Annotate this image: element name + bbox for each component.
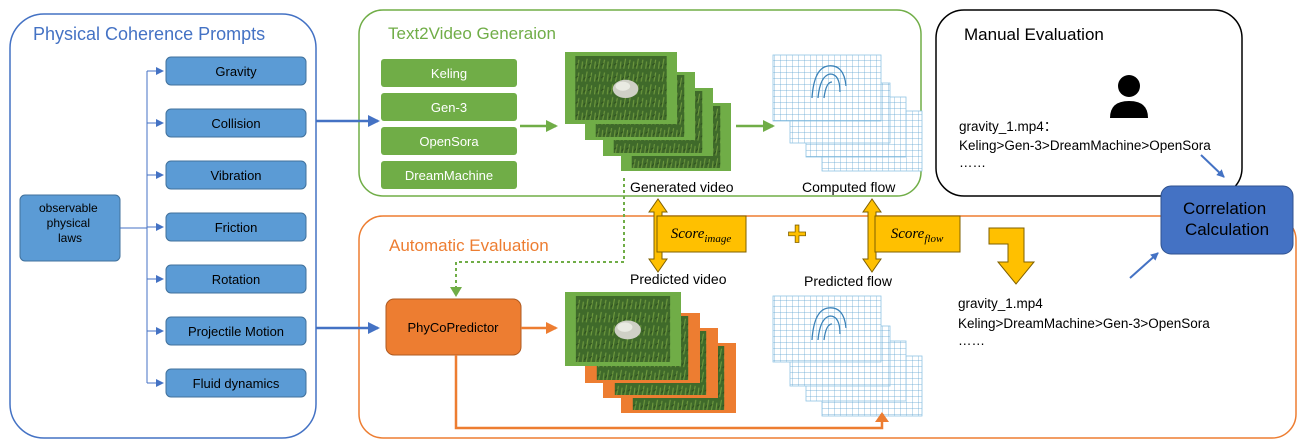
law-label: Rotation <box>212 272 260 287</box>
arrow-manual-to-correlation <box>1200 154 1225 178</box>
person-icon <box>1110 75 1148 118</box>
score-image-sub: image <box>704 233 731 245</box>
score-flow-bridge <box>862 198 882 273</box>
computed-flow-caption: Computed flow <box>802 179 896 195</box>
law-label: Projectile Motion <box>188 324 284 339</box>
generated-video-caption: Generated video <box>630 179 734 195</box>
score-flow-box <box>874 215 961 253</box>
model-label: Gen-3 <box>431 100 467 115</box>
predictor-flow-connector-head <box>875 412 889 422</box>
computed-flow-stack <box>772 54 923 172</box>
t2v-panel-title: Text2Video Generaion <box>388 24 556 43</box>
predictor-label: PhyCoPredictor <box>407 320 499 335</box>
bent-gold-arrow <box>988 227 1036 285</box>
predicted-video-frame <box>565 292 681 366</box>
law-branches <box>147 67 164 387</box>
auto-panel-title: Automatic Evaluation <box>389 236 549 255</box>
manual-ranking-line-2: Keling>Gen-3>DreamMachine>OpenSora <box>959 138 1211 153</box>
score-image-base: Score <box>671 226 705 242</box>
t2v-panel <box>358 9 922 197</box>
correlation-line-2: Calculation <box>1185 220 1269 239</box>
score-image-label: Scoreimage <box>671 226 732 245</box>
correlation-label: Correlation Calculation <box>1183 199 1271 239</box>
auto-ranking-line-2: Keling>DreamMachine>Gen-3>OpenSora <box>958 316 1210 331</box>
manual-ranking-line-1: gravity_1.mp4： <box>959 119 1057 134</box>
computed-flow-swirl <box>811 65 847 99</box>
root-node-line-1: observable <box>39 201 98 215</box>
law-label: Fluid dynamics <box>193 376 280 391</box>
law-node-fluid-dynamics <box>165 368 307 398</box>
manual-ranking-line-3: …… <box>959 155 986 170</box>
dotted-connector <box>455 178 625 288</box>
model-label: DreamMachine <box>405 168 493 183</box>
model-label: Keling <box>431 66 467 81</box>
auto-ranking-line-1: gravity_1.mp4 <box>958 296 1043 311</box>
prompts-panel-title: Physical Coherence Prompts <box>33 24 265 44</box>
predicted-flow-stack <box>772 295 923 417</box>
arrow-auto-to-correlation <box>1129 252 1159 279</box>
prompts-panel <box>9 13 317 439</box>
auto-ranking-line-3: …… <box>958 333 985 348</box>
score-flow-sub: flow <box>924 233 944 245</box>
score-flow-label: Scoreflow <box>891 226 944 245</box>
root-node-label: observable physical laws <box>39 201 101 245</box>
law-nodes: GravityCollisionVibrationFrictionRotatio… <box>165 56 307 398</box>
law-node-rotation <box>165 264 307 294</box>
law-node-collision <box>165 108 307 138</box>
generated-video-frame <box>565 52 677 124</box>
generated-video-stack <box>565 52 731 171</box>
dotted-connector-head <box>450 287 462 297</box>
law-node-vibration <box>165 160 307 190</box>
auto-ranking: gravity_1.mp4 Keling>DreamMachine>Gen-3>… <box>958 296 1214 348</box>
law-node-projectile-motion <box>165 316 307 346</box>
law-label: Friction <box>215 220 258 235</box>
law-label: Gravity <box>215 64 257 79</box>
law-node-gravity <box>165 56 307 86</box>
predicted-flow-caption: Predicted flow <box>804 273 893 289</box>
correlation-node <box>1160 185 1294 255</box>
law-label: Vibration <box>210 168 261 183</box>
law-label: Collision <box>211 116 260 131</box>
model-node-opensora <box>381 127 517 155</box>
model-node-gen-3 <box>381 93 517 121</box>
root-node-line-3: laws <box>58 231 82 245</box>
score-flow-base: Score <box>891 226 925 242</box>
model-node-keling <box>381 59 517 87</box>
score-image-box <box>656 215 747 253</box>
model-label: OpenSora <box>419 134 479 149</box>
manual-ranking: gravity_1.mp4： Keling>Gen-3>DreamMachine… <box>959 119 1215 170</box>
predicted-flow-swirl <box>811 307 847 341</box>
model-node-dreammachine <box>381 161 517 189</box>
predicted-video-caption: Predicted video <box>630 271 727 287</box>
manual-panel <box>935 9 1243 197</box>
law-node-friction <box>165 212 307 242</box>
computed-flow-frame <box>772 54 882 122</box>
plus-sign: + <box>787 215 807 253</box>
predictor-flow-connector <box>454 355 884 430</box>
manual-panel-title: Manual Evaluation <box>964 25 1104 44</box>
root-node-line-2: physical <box>47 216 90 230</box>
predicted-video-stack <box>565 292 736 413</box>
correlation-line-1: Correlation <box>1183 199 1266 218</box>
